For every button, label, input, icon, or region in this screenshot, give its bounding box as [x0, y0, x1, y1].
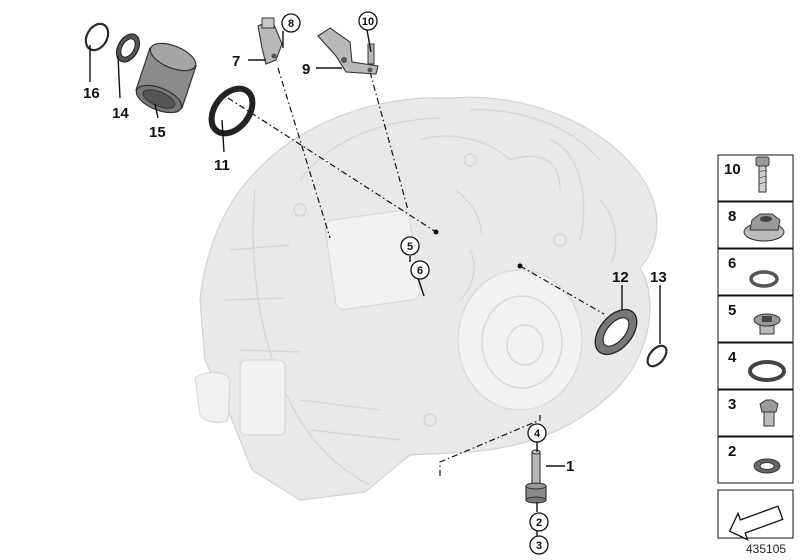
svg-text:6: 6 — [417, 265, 423, 277]
part-10-bolt — [367, 43, 375, 65]
circled-callouts: 8 10 5 6 4 2 3 — [281, 11, 549, 555]
legend-row-8: 8 — [717, 201, 794, 249]
assembly-lines — [227, 67, 605, 476]
callout-12: 12 — [612, 269, 629, 286]
legend-number: 5 — [728, 302, 736, 319]
leader-lines — [89, 29, 661, 537]
legend-number: 8 — [728, 208, 736, 225]
svg-text:2: 2 — [536, 517, 542, 529]
legend-panel: 10 8 6 5 — [717, 154, 794, 541]
part-12-shaft-seal — [594, 308, 638, 356]
legend-row-arrow — [717, 489, 794, 541]
legend-number: 6 — [728, 255, 736, 272]
legend-row-10: 10 — [717, 154, 794, 202]
circled-callout-2: 2 — [529, 512, 549, 532]
part-15-sleeve — [135, 42, 197, 114]
screw-icon — [755, 156, 770, 193]
svg-text:10: 10 — [362, 16, 374, 28]
legend-row-6: 6 — [717, 248, 794, 296]
transmission-housing — [194, 96, 658, 501]
part-9-bracket — [317, 27, 379, 75]
callout-14: 14 — [112, 105, 129, 122]
part-13-ring — [646, 344, 668, 368]
part-11-seal-ring — [208, 85, 256, 137]
callout-1: 1 — [566, 458, 574, 475]
svg-text:4: 4 — [534, 428, 541, 440]
arrow-left-down-icon — [728, 505, 784, 541]
circled-callout-3: 3 — [529, 535, 549, 555]
o-ring-icon — [748, 360, 786, 382]
callout-15: 15 — [149, 124, 166, 141]
circled-callout-10: 10 — [358, 11, 378, 31]
callout-13: 13 — [650, 269, 667, 286]
legend-number: 3 — [728, 396, 736, 413]
plug-icon — [759, 399, 779, 427]
part-14-seal-ring — [115, 33, 141, 63]
circled-callout-4: 4 — [527, 423, 547, 443]
part-16-ring — [84, 22, 110, 52]
part-7-bracket — [257, 17, 283, 65]
svg-text:3: 3 — [536, 540, 542, 552]
circled-callout-6: 6 — [410, 260, 430, 280]
mount-point — [433, 229, 439, 235]
reference-number: 435105 — [746, 542, 786, 556]
callout-7: 7 — [232, 53, 240, 70]
hex-nut-icon — [743, 213, 785, 242]
legend-row-2: 2 — [717, 436, 794, 484]
o-ring-icon — [749, 270, 779, 288]
circled-callout-8: 8 — [281, 13, 301, 33]
callout-16: 16 — [83, 85, 100, 102]
legend-row-3: 3 — [717, 389, 794, 437]
legend-row-4: 4 — [717, 342, 794, 390]
legend-number: 4 — [728, 349, 737, 366]
plug-screw-icon — [753, 313, 781, 335]
seal-ring-icon — [753, 458, 781, 474]
svg-text:8: 8 — [288, 18, 294, 30]
callouts: 16 14 15 11 7 9 12 13 1 — [83, 53, 667, 475]
svg-text:5: 5 — [407, 241, 413, 253]
callout-11: 11 — [214, 157, 230, 174]
callout-9: 9 — [302, 61, 310, 78]
circled-callout-5: 5 — [400, 236, 420, 256]
part-1-drain-bolt — [525, 449, 547, 504]
legend-number: 2 — [728, 443, 736, 460]
legend-row-5: 5 — [717, 295, 794, 343]
legend-number: 10 — [724, 161, 741, 178]
mount-point — [517, 263, 523, 269]
